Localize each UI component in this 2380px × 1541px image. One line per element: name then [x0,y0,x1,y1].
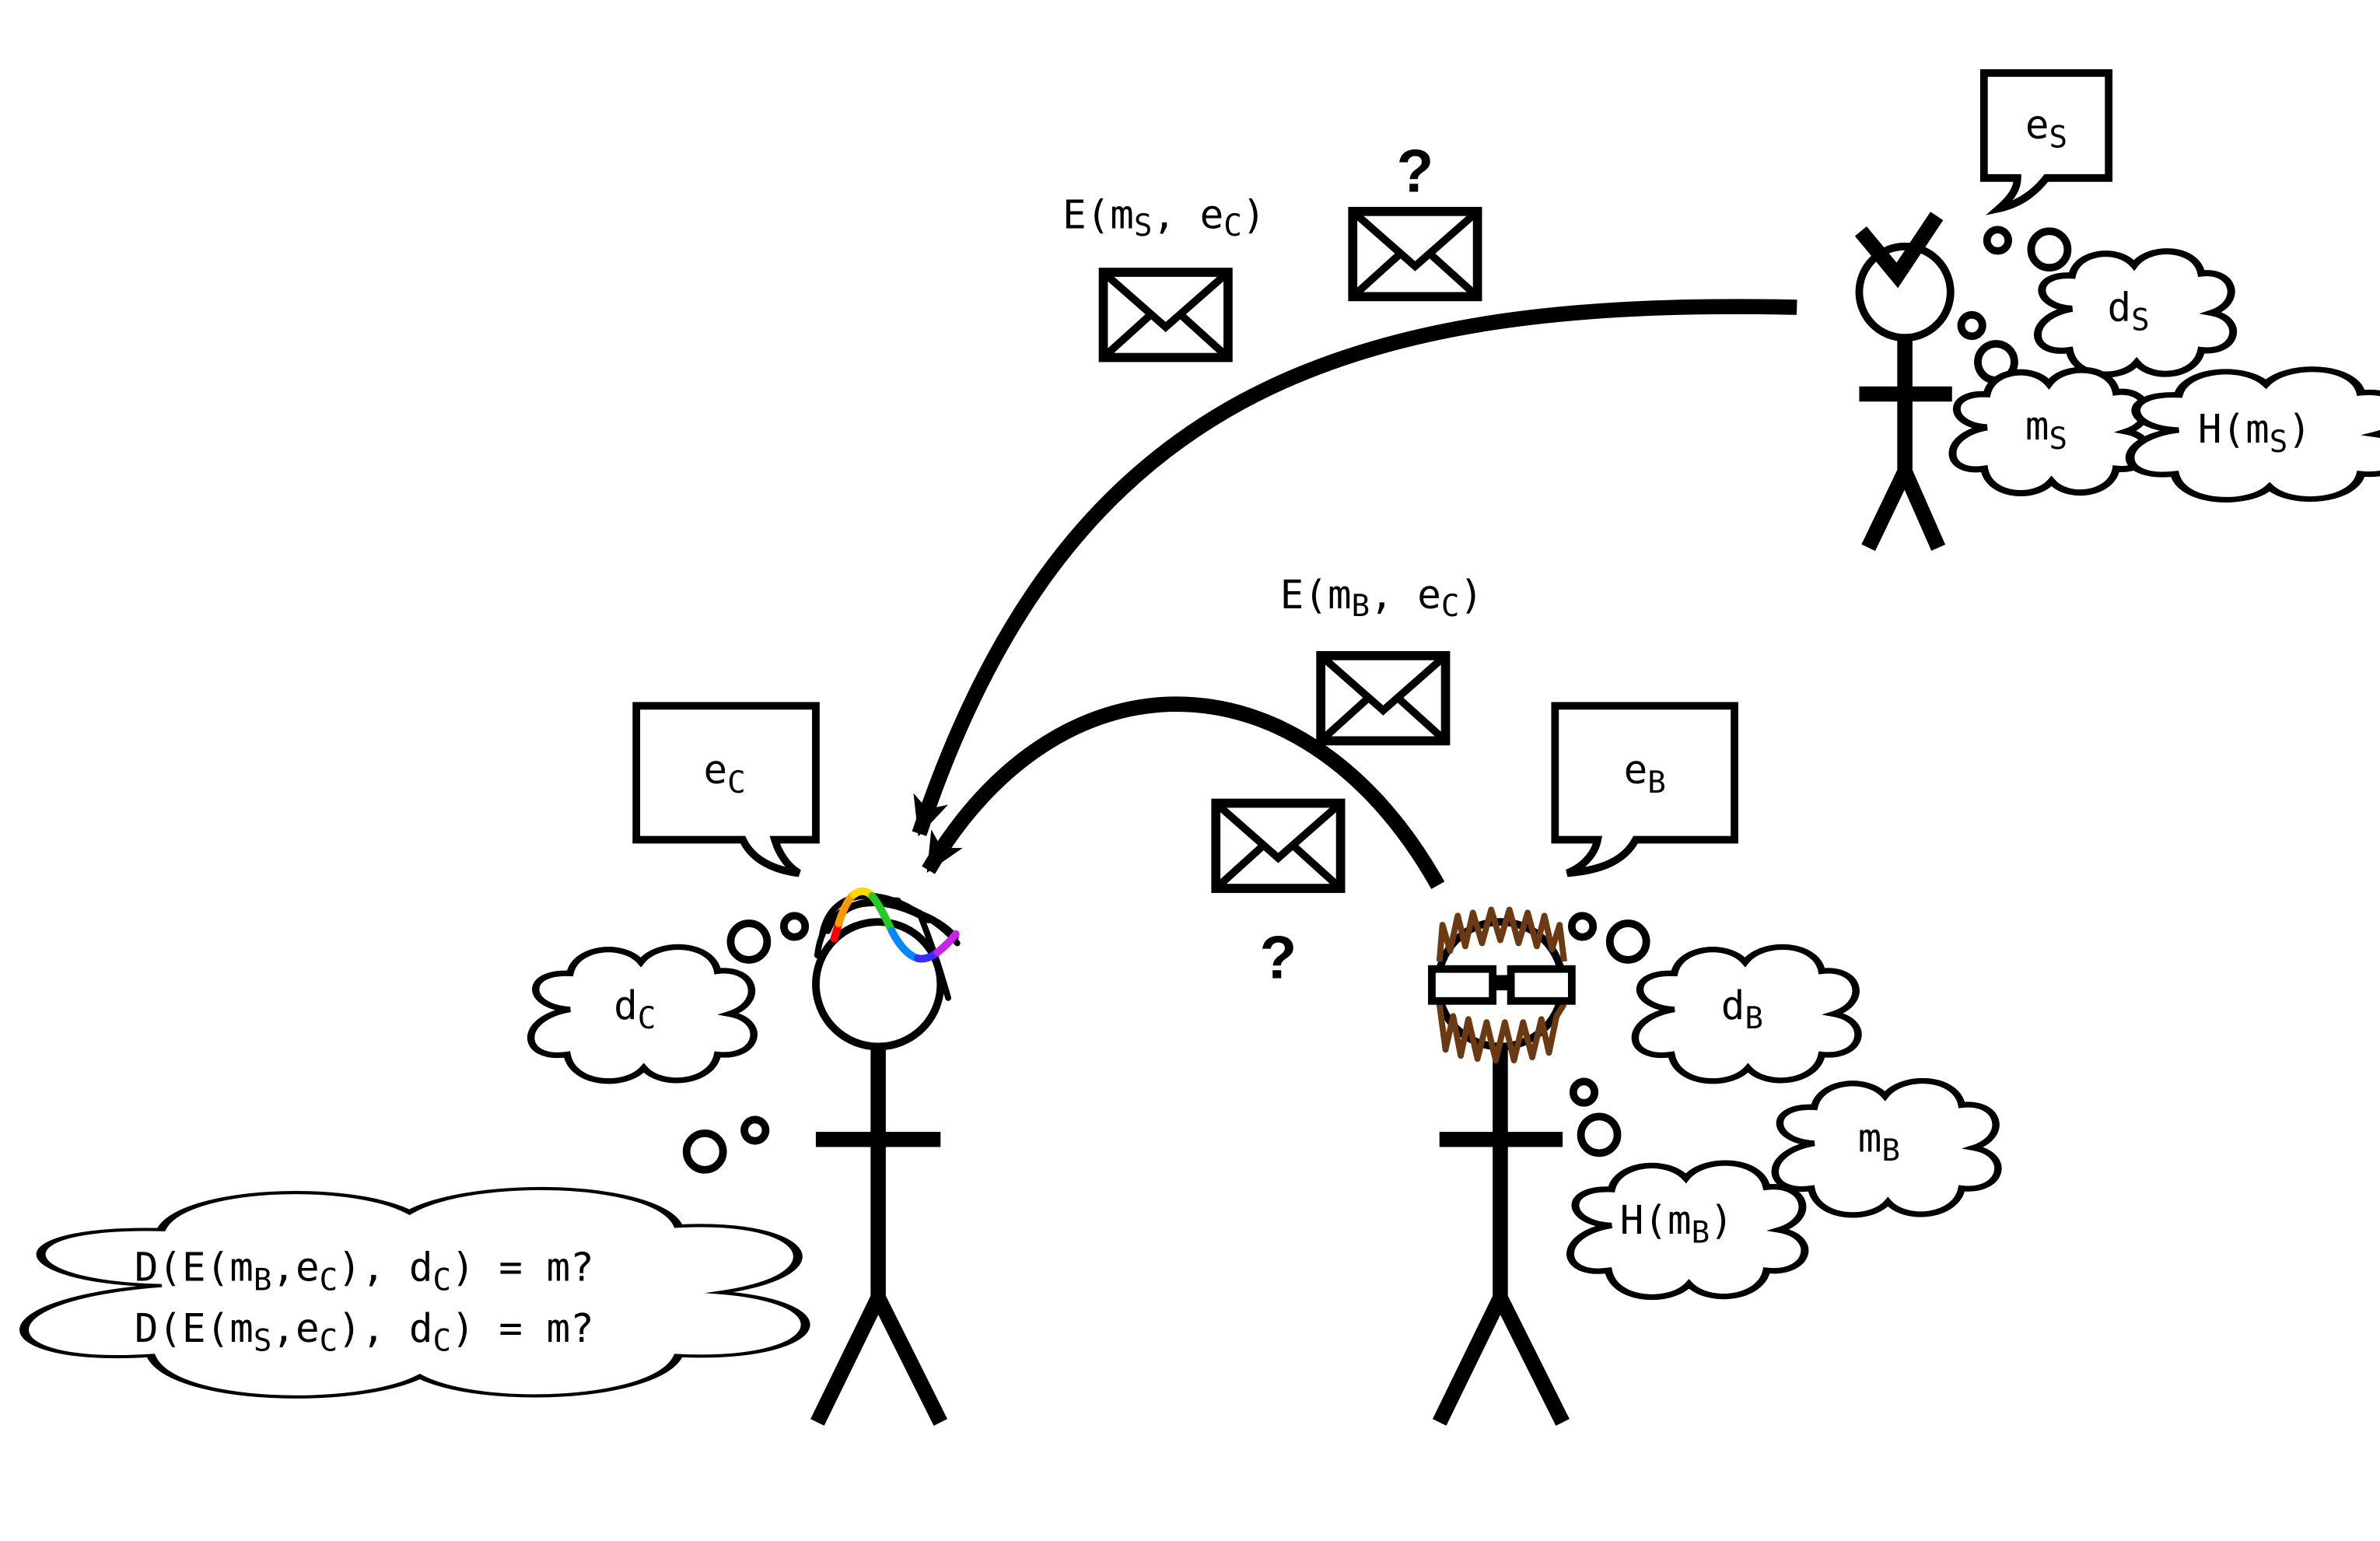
sender-thought-message: mS [1952,370,2147,493]
svg-text:dS: dS [2108,285,2150,338]
svg-text:eB: eB [1624,747,1666,800]
carol-hair-icon [814,887,961,1001]
svg-text:dB: dB [1721,982,1763,1036]
svg-text:D(E(mS,eC), dC) = m?: D(E(mS,eC), dC) = m? [135,1305,594,1359]
sender-thought-hash: H(mS) [2130,369,2380,500]
carol-speech-bubble: eC [632,702,820,877]
svg-text:D(E(mB,eC), dC) = m?: D(E(mB,eC), dC) = m? [135,1245,594,1298]
svg-text:mB: mB [1858,1115,1900,1168]
carol-thought-dots [682,912,810,1174]
bob-speech-bubble: eB [1551,702,1738,877]
svg-text:eC: eC [704,747,746,800]
sender-thought-private-key: dS [2038,251,2233,374]
intercepted-envelope-icon-mid [1216,804,1340,889]
bob-message-label: E(mB, eC) [1280,572,1483,624]
sender-antenna-icon [1854,212,1944,289]
bob-thought-hash: H(mB) [1570,1163,1804,1297]
sender-speech-bubble: eS [1979,68,2113,215]
sender-figure [1854,212,1955,552]
bob-thought-message: mB [1775,1080,1998,1214]
arrow-bob-to-carol [922,696,1445,889]
bob-message-envelope-icon [1321,656,1445,741]
svg-text:H(mB): H(mB) [1620,1197,1734,1251]
svg-text:mS: mS [2025,403,2067,457]
svg-text:E(mS, eC): E(mS, eC) [1062,191,1265,243]
bob-thought-dots [1567,912,1650,1158]
carol-thought-decryption-check: D(E(mB,eC), dC) = m? D(E(mS,eC), dC) = m… [24,1189,806,1397]
sender-message-envelope-icon [1104,272,1228,358]
intercepted-question-mark-top: ? [1397,136,1434,205]
bob-thought-private-key: dB [1635,947,1858,1080]
intercepted-envelope-icon-top [1353,212,1477,297]
arrow-sender-to-carol [912,299,1797,837]
svg-text:E(mB, eC): E(mB, eC) [1280,572,1483,624]
intercepted-question-mark-mid: ? [1260,923,1297,991]
svg-text:eS: eS [2025,102,2067,156]
sender-message-label: E(mS, eC) [1062,191,1265,243]
carol-figure [810,918,948,1426]
bob-hair-icon [1436,906,1567,1063]
svg-text:H(mS): H(mS) [2198,406,2312,460]
svg-text:dC: dC [614,982,656,1036]
bob-glasses-icon [1428,965,1576,1005]
carol-thought-private-key: dC [531,947,754,1080]
